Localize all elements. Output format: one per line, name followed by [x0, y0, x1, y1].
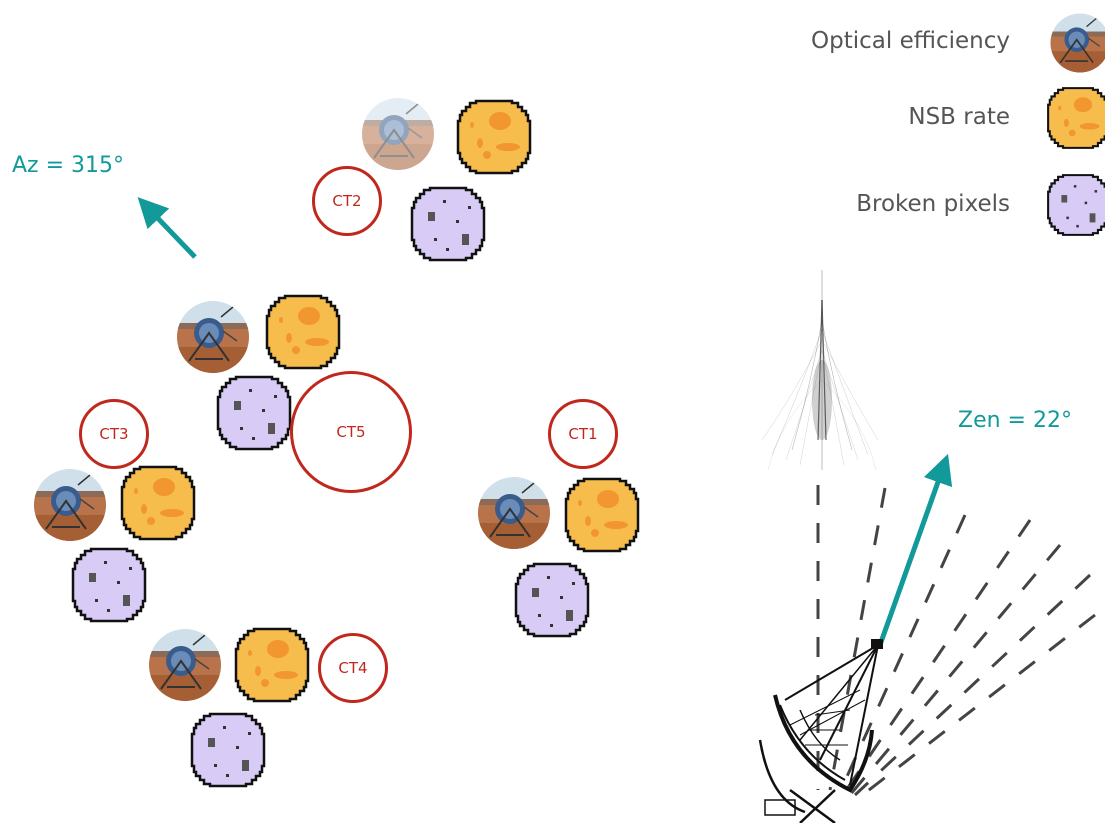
ct2-broken-pixels-icon: [412, 188, 484, 260]
ct5-optical-efficiency-icon: [173, 297, 253, 377]
cherenkov-light-lines: [816, 485, 1096, 799]
telescope-ct3: CT3: [79, 399, 149, 469]
telescope-icon: [758, 639, 883, 823]
telescope-ct5: CT5: [290, 371, 412, 493]
ct2-nsb-rate-icon: [458, 101, 530, 173]
ct1-broken-pixels-icon: [516, 564, 588, 636]
ct4-nsb-rate-icon: [236, 629, 308, 701]
zenith-label: Zen = 22°: [958, 408, 1072, 433]
legend-label-optical-efficiency: Optical efficiency: [811, 28, 1010, 54]
telescope-ct1: CT1: [548, 399, 618, 469]
legend-broken-pixels-icon: [1048, 175, 1105, 235]
ct2-optical-efficiency-icon: [358, 94, 438, 174]
legend-optical-efficiency-icon: [1047, 10, 1105, 76]
ct1-nsb-rate-icon: [566, 479, 638, 551]
azimuth-arrow: [137, 197, 197, 259]
ct5-broken-pixels-icon: [218, 377, 290, 449]
zenith-arrow: [877, 453, 953, 646]
ct4-broken-pixels-icon: [192, 714, 264, 786]
ct3-nsb-rate-icon: [122, 467, 194, 539]
telescope-ct4: CT4: [318, 633, 388, 703]
ct4-optical-efficiency-icon: [145, 625, 225, 705]
ct5-nsb-rate-icon: [267, 296, 339, 368]
air-shower-icon: [761, 270, 879, 471]
legend-label-nsb-rate: NSB rate: [908, 104, 1010, 130]
ct3-broken-pixels-icon: [73, 549, 145, 621]
ct1-optical-efficiency-icon: [474, 473, 554, 553]
legend-label-broken-pixels: Broken pixels: [856, 191, 1010, 217]
legend: [1047, 10, 1105, 235]
telescope-ct2: CT2: [312, 166, 382, 236]
ct3-optical-efficiency-icon: [30, 465, 110, 545]
azimuth-label: Az = 315°: [12, 153, 125, 178]
legend-nsb-rate-icon: [1048, 88, 1105, 148]
